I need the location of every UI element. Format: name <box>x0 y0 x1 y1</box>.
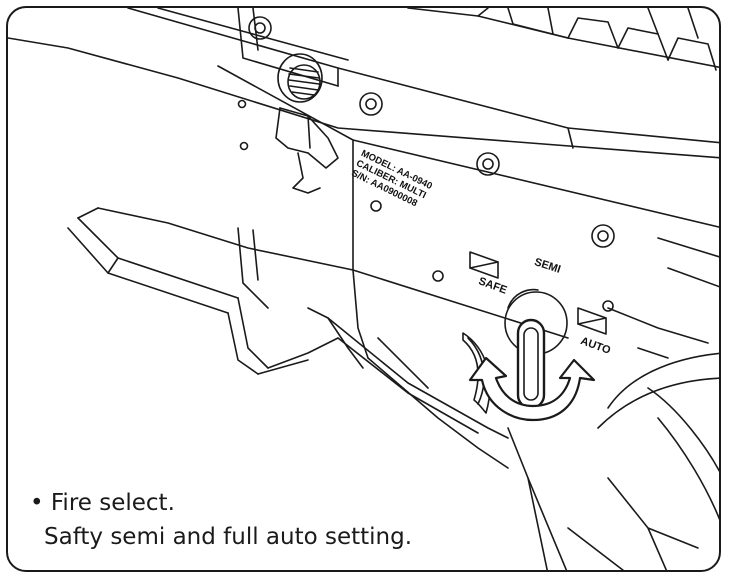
pins-and-screws <box>237 16 615 312</box>
caption-line-2: Safty semi and full auto setting. <box>44 524 413 550</box>
receiver-rear <box>607 237 719 359</box>
fire-selector <box>504 288 568 410</box>
pistol-grip <box>507 352 719 570</box>
rotation-arrow <box>468 356 596 422</box>
upper-receiver <box>127 8 719 149</box>
caption: • Fire select. Safty semi and full auto … <box>30 486 412 554</box>
selector-markings <box>469 251 607 335</box>
lower-receiver-body <box>8 37 719 375</box>
rifle-lower-receiver-drawing <box>8 8 719 570</box>
magazine-release <box>275 53 339 194</box>
caption-line-1: • Fire select. <box>30 490 175 516</box>
trigger-guard <box>327 317 509 469</box>
illustration-frame: MODEL: AA-0940 CALIBER: MULTI S/N: AA090… <box>6 6 721 572</box>
